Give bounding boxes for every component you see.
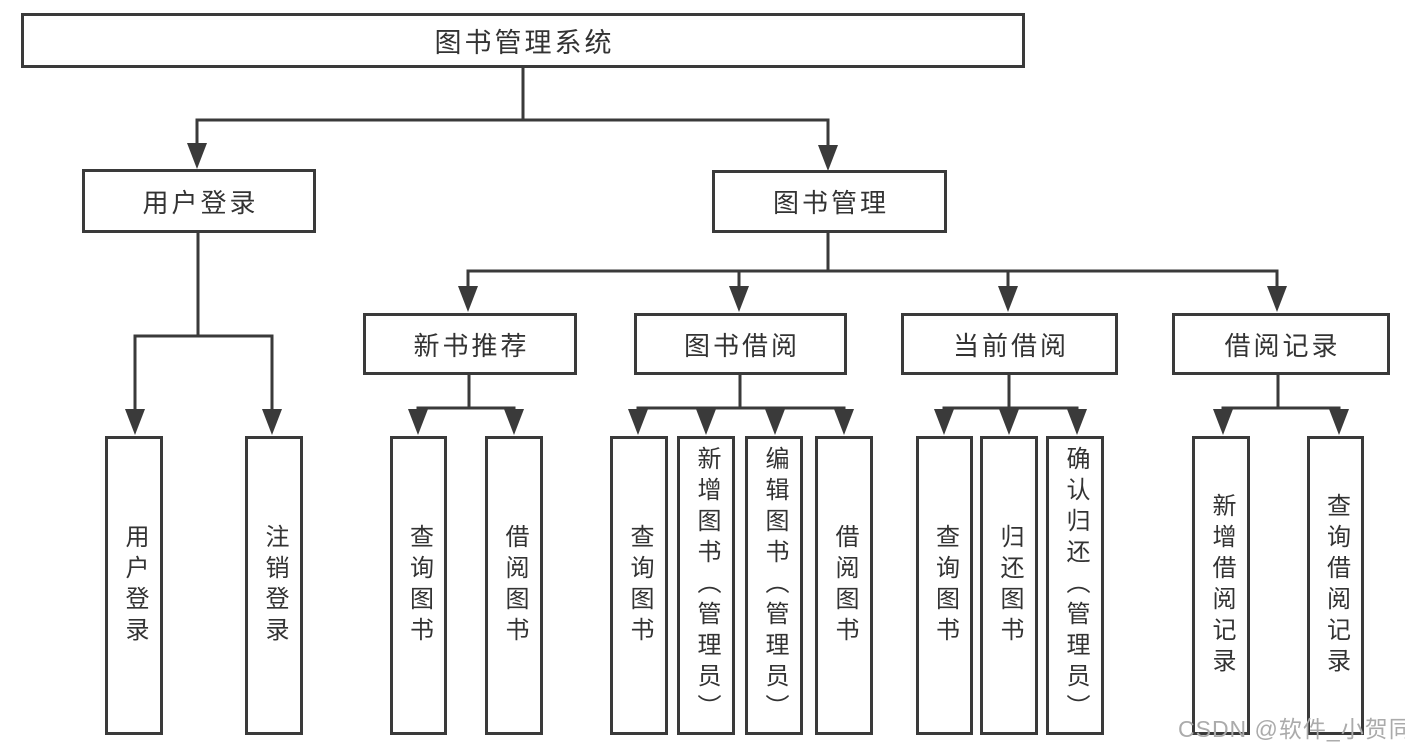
leaf-user-login: 用户登录 xyxy=(105,436,163,735)
leaf-label: 查询图书 xyxy=(931,523,959,648)
leaf-confirm-return-admin: 确认归还（管理员） xyxy=(1046,436,1104,735)
node-new-book-recommend: 新书推荐 xyxy=(363,313,577,375)
leaf-borrow-books: 借阅图书 xyxy=(815,436,873,735)
leaf-add-borrow-record: 新增借阅记录 xyxy=(1192,436,1250,735)
leaf-logout-login: 注销登录 xyxy=(245,436,303,735)
leaf-label: 查询图书 xyxy=(405,523,433,648)
leaf-add-books-admin: 新增图书（管理员） xyxy=(677,436,735,735)
node-book-management: 图书管理 xyxy=(712,170,947,233)
leaf-label: 确认归还（管理员） xyxy=(1062,446,1089,725)
leaf-label: 注销登录 xyxy=(261,523,288,648)
node-borrow-records: 借阅记录 xyxy=(1172,313,1390,375)
leaf-label: 查询图书 xyxy=(626,523,653,648)
watermark: CSDN @软件_小贺同学 xyxy=(1178,716,1405,742)
leaf-query-borrow-record: 查询借阅记录 xyxy=(1307,436,1364,735)
leaf-label: 借阅图书 xyxy=(831,523,858,648)
leaf-query-books-borrow: 查询图书 xyxy=(610,436,668,735)
leaf-query-books-recommend: 查询图书 xyxy=(390,436,447,735)
node-user-login: 用户登录 xyxy=(82,169,316,233)
leaf-label: 借阅图书 xyxy=(501,523,528,648)
leaf-label: 新增图书（管理员） xyxy=(693,446,720,725)
node-book-borrow: 图书借阅 xyxy=(634,313,847,375)
leaf-label: 用户登录 xyxy=(121,523,148,648)
leaf-label: 归还图书 xyxy=(996,523,1023,648)
leaf-edit-books-admin: 编辑图书（管理员） xyxy=(745,436,803,735)
leaf-borrow-books-recommend: 借阅图书 xyxy=(485,436,543,735)
leaf-label: 编辑图书（管理员） xyxy=(761,446,788,725)
leaf-label: 新增借阅记录 xyxy=(1208,492,1235,679)
leaf-label: 查询借阅记录 xyxy=(1322,492,1350,679)
leaf-query-books-current: 查询图书 xyxy=(916,436,973,735)
node-library-system: 图书管理系统 xyxy=(21,13,1025,68)
leaf-return-books: 归还图书 xyxy=(980,436,1038,735)
node-current-borrow: 当前借阅 xyxy=(901,313,1118,375)
